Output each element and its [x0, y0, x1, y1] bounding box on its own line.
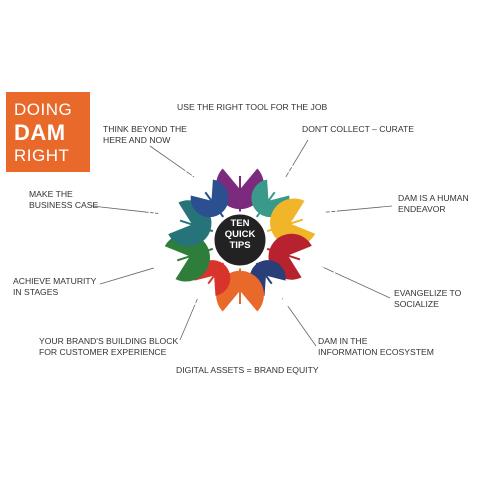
tip-1-line-1: USE THE RIGHT TOOL FOR THE JOB [177, 102, 328, 112]
tip-3-line-1: DAM IS A HUMAN [398, 193, 469, 203]
customer-icon [190, 289, 206, 309]
hub-circle [211, 211, 269, 269]
hub-line-1: TEN [230, 218, 250, 229]
tip-5-line-1: DAM IN THE [318, 336, 368, 346]
hub-line-2: QUICK [224, 229, 256, 240]
tools-icon [230, 138, 249, 166]
tip-label-8: ACHIEVE MATURITY IN STAGES [13, 276, 96, 298]
title-line-2: DAM [14, 120, 66, 145]
tip-8-line-1: ACHIEVE MATURITY [13, 276, 97, 286]
trend-chart-icon [185, 167, 204, 186]
connector-line-7 [179, 298, 199, 341]
tip-pin-3 [270, 198, 316, 247]
tip-5-line-2: INFORMATION ECOSYSTEM [318, 347, 434, 357]
tip-label-1: USE THE RIGHT TOOL FOR THE JOB [177, 102, 327, 113]
tip-8-line-2: IN STAGES [13, 287, 59, 297]
hub-label: TEN QUICK TIPS [215, 218, 265, 251]
connector-line-5 [281, 298, 317, 347]
tip-pin-10 [190, 179, 229, 218]
tip-4-line-1: EVANGELIZE TO [394, 288, 462, 298]
tip-9-line-2: BUSINESS CASE [29, 200, 99, 210]
connector-line-9 [91, 205, 159, 214]
tip-pin-8 [164, 233, 210, 282]
conversation-icon [308, 255, 336, 278]
connector-line-4 [321, 266, 391, 299]
tip-label-6: DIGITAL ASSETS = BRAND EQUITY [176, 365, 319, 376]
tip-2-line-1: DON'T COLLECT – CURATE [302, 124, 414, 134]
hub-line-3: TIPS [229, 240, 251, 251]
tip-10-line-2: HERE AND NOW [103, 135, 171, 145]
title-box: DOING DAM RIGHT [6, 92, 90, 172]
plant-hand-icon [140, 257, 169, 280]
tip-7-line-1: YOUR BRAND'S BUILDING BLOCK [39, 336, 179, 346]
title-line-1: DOING [14, 100, 73, 119]
connector-line-2 [285, 139, 309, 178]
tip-9-line-1: MAKE THE [29, 189, 73, 199]
tip-label-5: DAM IN THE INFORMATION ECOSYSTEM [318, 336, 434, 358]
tip-6-line-1: DIGITAL ASSETS = BRAND EQUITY [176, 365, 319, 375]
tip-10-line-1: THINK BEYOND THE [103, 124, 187, 134]
connector-line-10 [149, 145, 195, 178]
tip-7-line-2: FOR CUSTOMER EXPERIENCE [39, 347, 167, 357]
puzzle-icon [274, 289, 291, 307]
filing-cabinet-icon [277, 165, 294, 189]
tip-3-line-2: ENDEAVOR [398, 204, 446, 214]
tip-label-2: DON'T COLLECT – CURATE [302, 124, 414, 135]
tip-label-9: MAKE THE BUSINESS CASE [29, 189, 98, 211]
tip-label-7: YOUR BRAND'S BUILDING BLOCK FOR CUSTOMER… [39, 336, 178, 358]
tip-label-3: DAM IS A HUMAN ENDEAVOR [398, 193, 469, 215]
human-head-icon [314, 198, 337, 222]
tip-label-4: EVANGELIZE TO SOCIALIZE [394, 288, 461, 310]
presentation-icon [146, 202, 171, 224]
medal-icon [231, 314, 249, 340]
tip-label-10: THINK BEYOND THE HERE AND NOW [103, 124, 187, 146]
tip-4-line-2: SOCIALIZE [394, 299, 439, 309]
title-line-3: RIGHT [14, 146, 70, 165]
connector-line-8 [99, 267, 155, 285]
tip-pins [91, 138, 393, 347]
